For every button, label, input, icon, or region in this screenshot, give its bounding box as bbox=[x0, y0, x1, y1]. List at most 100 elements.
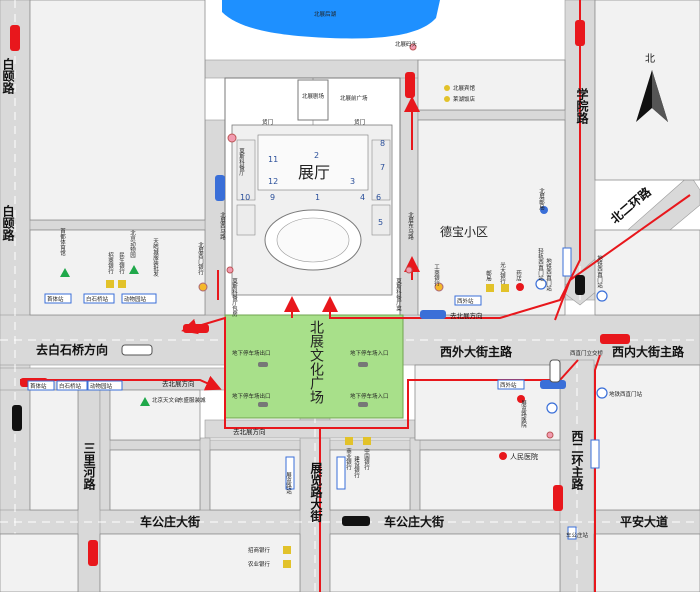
bus-stop-label: 白石桥站 bbox=[86, 295, 109, 303]
poi-beizhan-bank: 北展西门银行 bbox=[197, 241, 204, 277]
subway-icon bbox=[596, 387, 608, 399]
bus-stop-label: 展览路站 bbox=[285, 472, 292, 496]
bank-icon bbox=[501, 284, 509, 292]
lake-shape bbox=[222, 0, 440, 39]
poi-markers bbox=[60, 43, 554, 568]
bank-icon bbox=[283, 560, 291, 568]
subway-icons bbox=[535, 278, 608, 414]
poi-xizhimen-overpass: 西直门立交桥 bbox=[570, 349, 604, 357]
bus-stop-label: 西外站 bbox=[457, 297, 474, 305]
hall-number: 2 bbox=[314, 151, 319, 160]
car-red bbox=[88, 540, 98, 566]
poi-zhaoshang-bank-west: 招商银行 bbox=[107, 251, 114, 276]
car-black bbox=[575, 275, 585, 295]
area-culture-square: 北展文化广场 bbox=[308, 320, 324, 405]
subway-label: 轻轨西直门站 bbox=[537, 247, 544, 283]
exhibition-hall bbox=[224, 77, 401, 316]
compass-label: 北 bbox=[645, 53, 655, 65]
road-baiyi-lower: 白颐路 bbox=[1, 204, 15, 242]
bank-icon bbox=[363, 437, 371, 445]
parking-label: 地下停车场入口 bbox=[350, 349, 389, 357]
pink-marker-icon bbox=[409, 43, 417, 51]
poi-post: 邮局 bbox=[485, 269, 492, 283]
hall-number: 7 bbox=[380, 163, 385, 172]
poi-china-bank: 中国银行 bbox=[363, 447, 370, 472]
car-red bbox=[183, 324, 209, 333]
poi-zhaoshang-bank-south: 招商银行 bbox=[248, 546, 271, 554]
poi-everbright: 光大银行 bbox=[499, 261, 506, 286]
red-marker-icon bbox=[516, 283, 524, 291]
poi-minsheng-bank: 民生银行 bbox=[118, 252, 125, 276]
road-xierhuan: 西二环主路 bbox=[570, 430, 584, 491]
poi-moscow-shop: 莫斯科餐厅包房 bbox=[231, 277, 238, 318]
pier-name: 北展码头 bbox=[395, 40, 418, 48]
poi-agri-bank: 农业银行 bbox=[248, 560, 271, 568]
bus-stop-markers bbox=[27, 247, 600, 540]
access-routes bbox=[20, 0, 691, 592]
car-red bbox=[575, 20, 585, 46]
orange-marker-icon bbox=[198, 282, 208, 292]
road-pingan: 平安大道 bbox=[620, 514, 668, 529]
car-black bbox=[12, 405, 22, 431]
hall-number: 12 bbox=[268, 177, 278, 186]
poi-hotel: 北展宾馆 bbox=[453, 84, 476, 92]
car-blue bbox=[540, 380, 566, 389]
parking-markers bbox=[258, 362, 368, 407]
bus-stop-label: 西外站 bbox=[500, 381, 517, 389]
subway-label: 地铁西直门站 bbox=[545, 257, 552, 293]
road-xinei: 西内大街主路 bbox=[612, 344, 685, 359]
blue-marker-icon bbox=[540, 206, 548, 214]
road-baiyi: 白颐路 bbox=[1, 57, 15, 95]
pink-marker-icon bbox=[546, 431, 554, 439]
hall-number: 3 bbox=[350, 177, 355, 186]
hall-number: 8 bbox=[380, 139, 385, 148]
road-chegongzhuang-west: 车公庄大街 bbox=[140, 514, 200, 529]
car-red bbox=[600, 334, 630, 344]
road-qu-baishiqiao: 去白石桥方向 bbox=[36, 342, 108, 357]
map-labels: 北 北展后湖 北展码头 白颐路 白颐路 学院路 北二环路 去白石桥方向 西外大街… bbox=[1, 10, 685, 568]
subway-label: 地铁西直门站 bbox=[596, 254, 603, 290]
hall-number: 6 bbox=[376, 193, 381, 202]
poi-commerce-bank: 商业银行 bbox=[345, 447, 352, 472]
poi-tianbo: 天皓城服装批发 bbox=[152, 238, 159, 278]
hall-number: 5 bbox=[378, 218, 383, 227]
poi-construction-bank: 建设银行 bbox=[353, 455, 360, 480]
road-sanlihe: 三里河路 bbox=[82, 442, 96, 491]
car-red bbox=[10, 25, 20, 51]
poi-capital-stadium: 首都体育馆 bbox=[59, 227, 66, 257]
hall-number: 4 bbox=[360, 193, 365, 202]
road-qu-beizhan-lower: 去北展方向 bbox=[162, 379, 195, 388]
road-xueyuan: 学院路 bbox=[575, 87, 589, 125]
area-debao: 德宝小区 bbox=[440, 224, 488, 239]
culture-square bbox=[224, 314, 404, 419]
parking-label: 地下停车场出口 bbox=[232, 392, 271, 400]
tree-icon bbox=[60, 268, 70, 277]
car-black bbox=[342, 516, 370, 526]
parking-label: 地下停车场入口 bbox=[350, 392, 389, 400]
road-zhanlan: 展览路大街 bbox=[309, 462, 323, 523]
car-red bbox=[405, 72, 415, 98]
hall-number: 9 bbox=[270, 193, 275, 202]
bank-icon bbox=[486, 284, 494, 292]
car-blue bbox=[215, 175, 225, 201]
car-blue bbox=[420, 310, 446, 319]
orange-marker-icon bbox=[434, 282, 444, 292]
bus-stop-label: 白石桥站 bbox=[59, 382, 82, 390]
bank-icon bbox=[106, 280, 114, 288]
parking-label: 地下停车场出口 bbox=[232, 349, 271, 357]
hall-number: 1 bbox=[315, 193, 320, 202]
bus-stop-label: 车公庄站 bbox=[566, 531, 589, 539]
area-cinema: 北展剧场 bbox=[302, 92, 325, 100]
tree-icon bbox=[140, 397, 150, 406]
bus-stop-label: 首体站 bbox=[30, 382, 47, 390]
road-qu-beizhan-upper: 去北展方向 bbox=[450, 311, 483, 320]
hotel-icon bbox=[444, 96, 450, 102]
area-front-square: 北展前广场 bbox=[340, 94, 368, 102]
hospital-icon bbox=[517, 395, 525, 403]
pink-marker-icon bbox=[227, 133, 237, 143]
subway-icon bbox=[546, 402, 558, 414]
lake-name: 北展后湖 bbox=[314, 10, 337, 18]
road-qu-beizhan-south: 去北展方向 bbox=[233, 427, 266, 436]
